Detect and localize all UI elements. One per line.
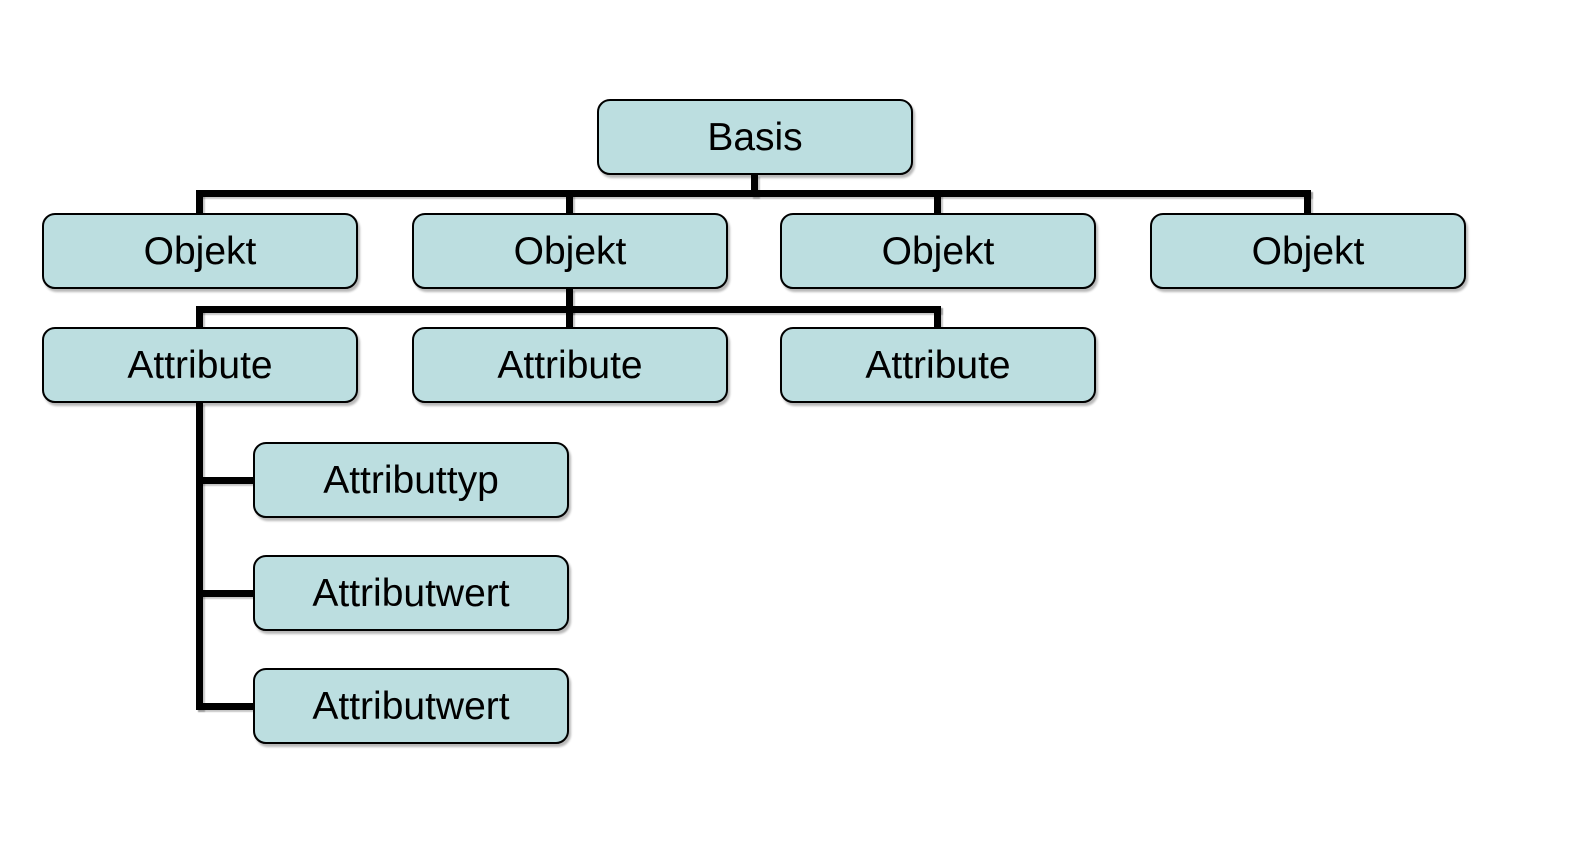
connector-drop-attribute-3	[934, 306, 941, 328]
node-label: Objekt	[1251, 229, 1365, 273]
connector-bus-level-1	[196, 190, 1311, 197]
node-label: Attribute	[865, 343, 1011, 387]
node-label: Objekt	[513, 229, 627, 273]
node-label: Attributtyp	[323, 458, 499, 502]
connector-drop-attribute-1	[196, 306, 203, 328]
node-objekt-3: Objekt	[780, 213, 1096, 289]
connector-drop-objekt-1	[196, 190, 203, 214]
connector-stub-attributwert-2	[196, 703, 256, 710]
connector-drop-objekt-2	[566, 190, 573, 214]
connector-basis-drop	[751, 175, 758, 197]
node-label: Basis	[707, 115, 803, 159]
node-label: Objekt	[143, 229, 257, 273]
node-label: Objekt	[881, 229, 995, 273]
node-objekt-4: Objekt	[1150, 213, 1466, 289]
node-attributwert-1: Attributwert	[253, 555, 569, 631]
node-label: Attributwert	[312, 571, 510, 615]
node-attributwert-2: Attributwert	[253, 668, 569, 744]
node-label: Attributwert	[312, 684, 510, 728]
connector-stub-attributtyp	[196, 477, 256, 484]
connector-drop-objekt-4	[1304, 190, 1311, 214]
connector-objekt-2-drop	[566, 289, 573, 313]
node-attribute-1: Attribute	[42, 327, 358, 403]
node-basis: Basis	[597, 99, 913, 175]
connector-drop-attribute-2	[566, 306, 573, 328]
node-attribute-2: Attribute	[412, 327, 728, 403]
node-attribute-3: Attribute	[780, 327, 1096, 403]
node-attributtyp: Attributtyp	[253, 442, 569, 518]
node-objekt-1: Objekt	[42, 213, 358, 289]
node-objekt-2: Objekt	[412, 213, 728, 289]
connector-stub-attributwert-1	[196, 590, 256, 597]
node-label: Attribute	[497, 343, 643, 387]
connector-attribute-1-spine	[196, 403, 203, 710]
node-label: Attribute	[127, 343, 273, 387]
connector-drop-objekt-3	[934, 190, 941, 214]
